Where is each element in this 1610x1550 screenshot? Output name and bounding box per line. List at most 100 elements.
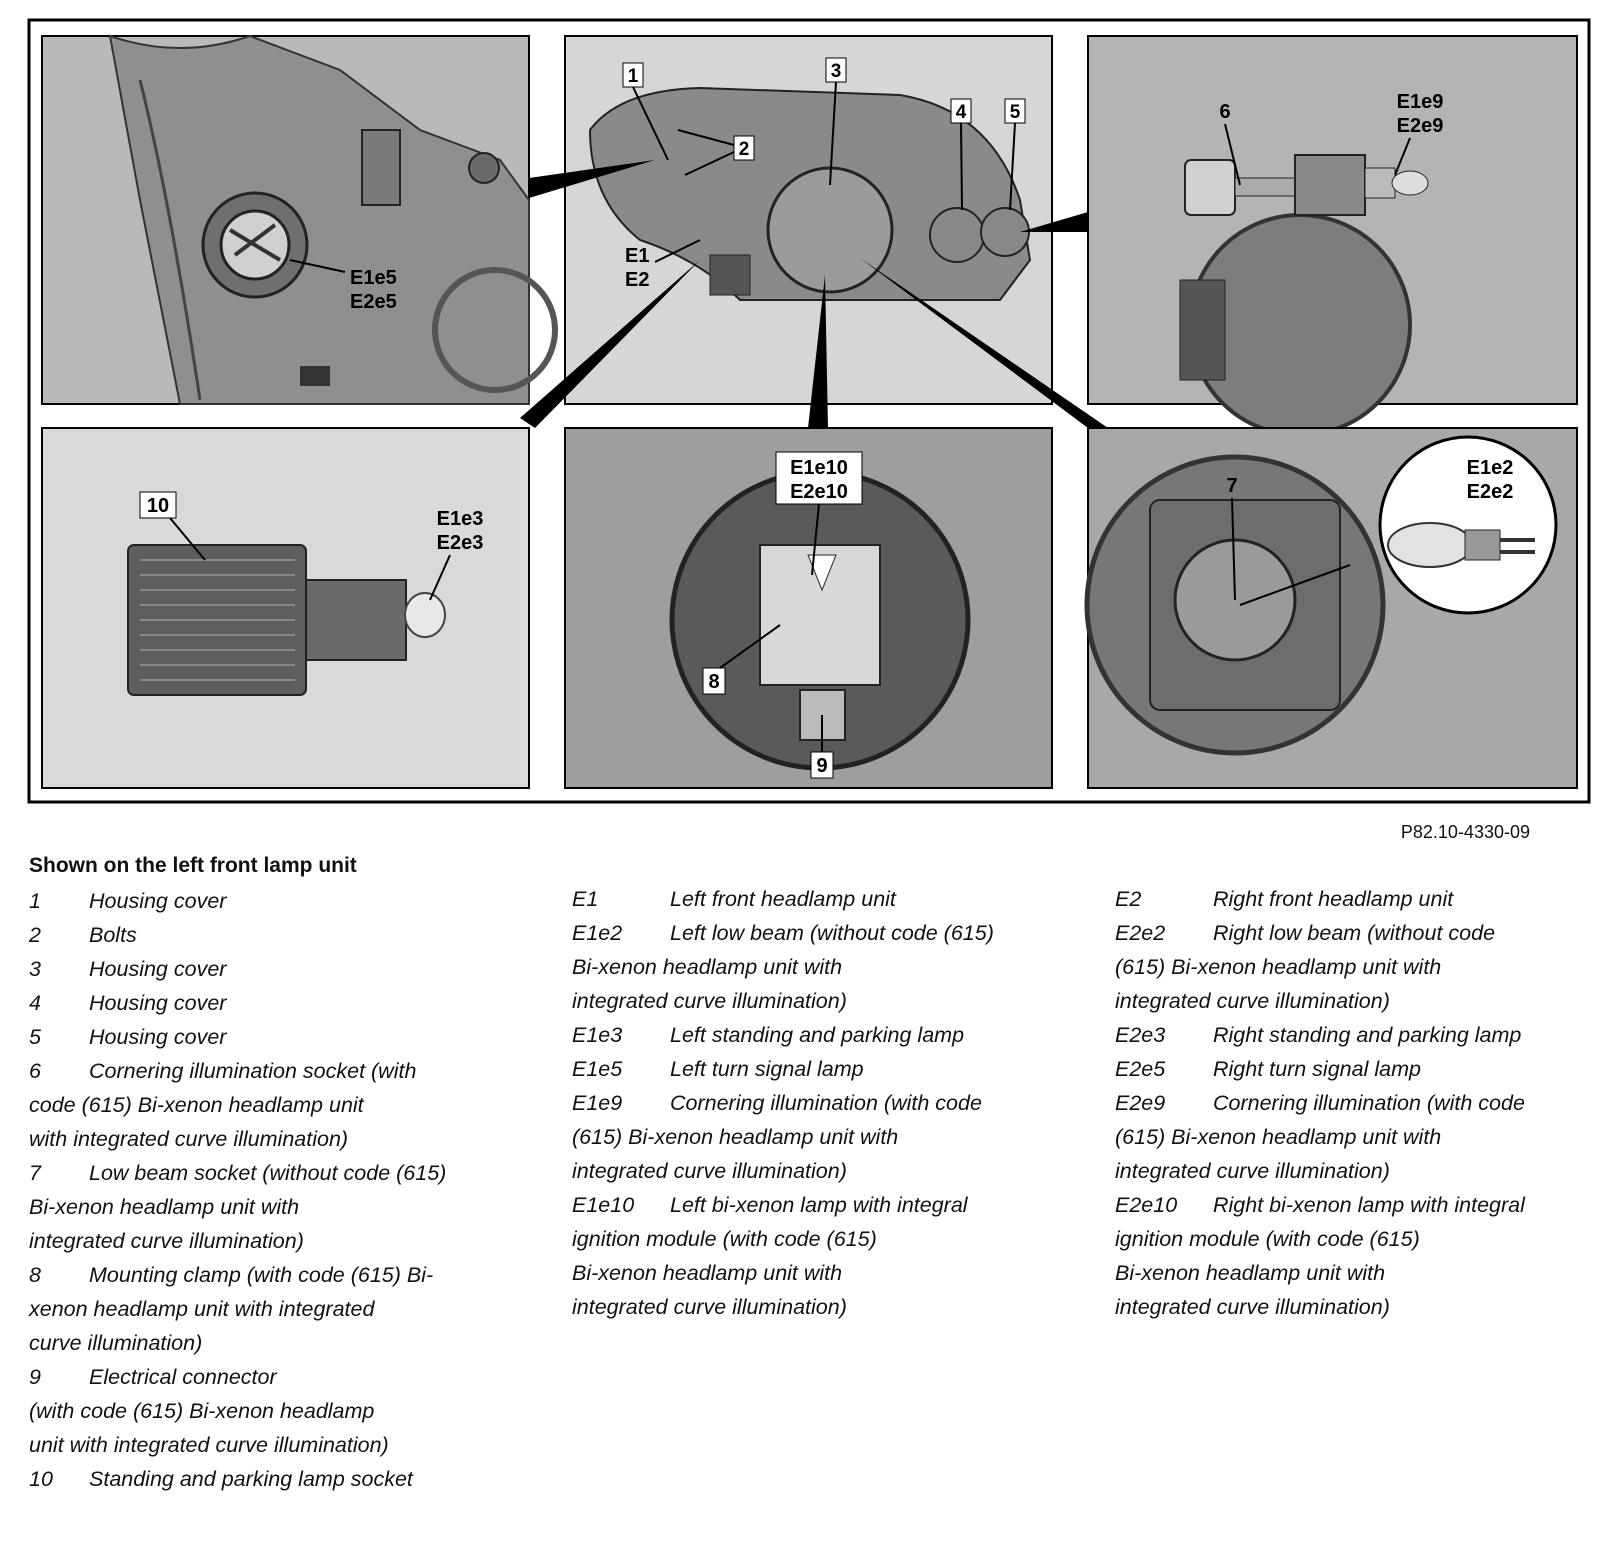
figure-reference: P82.10-4330-09 <box>1400 822 1530 842</box>
legend-item: 1 Housing cover <box>29 884 539 918</box>
label-6: 6 <box>1219 101 1230 123</box>
panel-turn-signal: E1e5 E2e5 <box>41 34 558 405</box>
legend-item-continuation: integrated curve illumination) <box>572 1159 847 1183</box>
legend-item-continuation: ignition module (with code (615) <box>572 1227 877 1251</box>
legend-item-key: E2 <box>1115 887 1142 911</box>
legend-item-text: Right front headlamp unit <box>1213 887 1454 911</box>
legend-title: Shown on the left front lamp unit <box>29 854 357 877</box>
legend-item-key: E1e9 <box>572 1091 623 1115</box>
legend-item-key: 4 <box>29 991 41 1015</box>
legend-item-text: Bolts <box>89 923 137 947</box>
legend-item-text: Right turn signal lamp <box>1213 1057 1421 1081</box>
legend-item-continuation: Bi-xenon headlamp unit with <box>1115 1261 1386 1285</box>
label-e2e9: E2e9 <box>1397 115 1444 137</box>
panel-lamp-overview: 1 3 2 4 5 E1 E2 <box>564 35 1053 405</box>
legend-item: 3 Housing cover <box>29 952 539 986</box>
legend-item: E1e10 Left bi-xenon lamp with integral <box>572 1188 1052 1222</box>
label-4: 4 <box>956 102 967 123</box>
legend-item-continuation: Bi-xenon headlamp unit with <box>29 1195 300 1219</box>
panel-cornering-illumination: 6 E1e9 E2e9 <box>1087 35 1578 437</box>
legend-item-text: Cornering illumination (with code <box>1213 1091 1525 1115</box>
legend-item-key: E2e9 <box>1115 1091 1166 1115</box>
legend-item-key: E2e10 <box>1115 1193 1178 1217</box>
label-e2e3: E2e3 <box>437 532 484 554</box>
label-2: 2 <box>739 139 750 160</box>
legend-item-key: 1 <box>29 889 41 913</box>
legend-item-text: Housing cover <box>89 991 227 1015</box>
legend-item-continuation: (with code (615) Bi-xenon headlamp <box>29 1399 375 1423</box>
label-3: 3 <box>831 61 842 82</box>
legend-item-continuation: curve illumination) <box>29 1331 203 1355</box>
label-10: 10 <box>147 495 169 517</box>
legend-item-continuation: Bi-xenon headlamp unit with <box>572 1261 843 1285</box>
legend-item: 7 Low beam socket (without code (615) <box>29 1156 539 1190</box>
legend-item-text: Standing and parking lamp socket <box>89 1467 413 1491</box>
legend-item-key: 8 <box>29 1263 41 1287</box>
legend-item-continuation: integrated curve illumination) <box>572 989 847 1013</box>
legend-item-key: 9 <box>29 1365 41 1389</box>
panel-bixenon-lamp: E1e10 E2e10 8 9 <box>564 427 1053 789</box>
legend-item: 10 Standing and parking lamp socket <box>29 1462 539 1496</box>
label-e2e10: E2e10 <box>790 481 848 503</box>
label-e1e3: E1e3 <box>437 508 484 530</box>
legend-item-text: Low beam socket (without code (615) <box>89 1161 447 1185</box>
label-e2e2: E2e2 <box>1467 481 1514 503</box>
label-e1e2: E1e2 <box>1467 457 1514 479</box>
legend-item-text: Cornering illumination (with code <box>670 1091 982 1115</box>
label-7: 7 <box>1226 475 1237 497</box>
legend-item: E2 Right front headlamp unit <box>1115 882 1595 916</box>
legend-item: E1e5 Left turn signal lamp <box>572 1052 1052 1086</box>
legend-item-continuation: code (615) Bi-xenon headlamp unit <box>29 1093 364 1117</box>
label-e1e9: E1e9 <box>1397 91 1444 113</box>
legend-item-text: Housing cover <box>89 889 227 913</box>
lamp-unit-figure: E1e5 E2e5 1 3 2 4 5 E1 E2 <box>27 18 1591 804</box>
legend-item-continuation: integrated curve illumination) <box>572 1295 847 1319</box>
legend-item-text: Left bi-xenon lamp with integral <box>670 1193 968 1217</box>
legend-item-key: E2e5 <box>1115 1057 1166 1081</box>
legend-item-text: Right bi-xenon lamp with integral <box>1213 1193 1525 1217</box>
label-9: 9 <box>816 755 827 777</box>
legend-item-text: Mounting clamp (with code (615) Bi- <box>89 1263 434 1287</box>
legend-item-continuation: Bi-xenon headlamp unit with <box>572 955 843 979</box>
legend-item-key: 10 <box>29 1467 53 1491</box>
legend-item: 2 Bolts <box>29 918 539 952</box>
legend-item-key: E2e3 <box>1115 1023 1166 1047</box>
label-e2: E2 <box>625 269 649 291</box>
legend-item-continuation: (615) Bi-xenon headlamp unit with <box>572 1125 899 1149</box>
label-e1: E1 <box>625 245 649 267</box>
legend-item-key: 2 <box>29 923 41 947</box>
label-e2e5: E2e5 <box>350 291 397 313</box>
legend-item-continuation: integrated curve illumination) <box>1115 1295 1390 1319</box>
legend-item-key: E1e10 <box>572 1193 635 1217</box>
legend-item-text: Housing cover <box>89 957 227 981</box>
legend-item-continuation: (615) Bi-xenon headlamp unit with <box>1115 955 1442 979</box>
label-1: 1 <box>628 66 639 87</box>
legend-item: E2e5 Right turn signal lamp <box>1115 1052 1595 1086</box>
panel-parking-lamp: 10 E1e3 E2e3 <box>41 427 530 789</box>
legend-item-key: 3 <box>29 957 41 981</box>
legend-item-text: Left low beam (without code (615) <box>670 921 994 945</box>
legend-item: 4 Housing cover <box>29 986 539 1020</box>
legend-item-continuation: integrated curve illumination) <box>1115 989 1390 1013</box>
panel-connectors <box>520 160 1108 428</box>
panel-low-beam: 7 E1e2 E2e2 <box>1084 427 1578 789</box>
legend-item-key: 7 <box>29 1161 41 1185</box>
legend-item-continuation: ignition module (with code (615) <box>1115 1227 1420 1251</box>
legend-item-key: 5 <box>29 1025 41 1049</box>
legend-item-key: E1e5 <box>572 1057 623 1081</box>
legend-item-text: Left standing and parking lamp <box>670 1023 965 1047</box>
legend-item-continuation: integrated curve illumination) <box>1115 1159 1390 1183</box>
legend-item-continuation: unit with integrated curve illumination) <box>29 1433 389 1457</box>
legend-item-continuation: integrated curve illumination) <box>29 1229 304 1253</box>
legend-item: 8 Mounting clamp (with code (615) Bi- <box>29 1258 539 1292</box>
legend-item-key: E2e2 <box>1115 921 1166 945</box>
legend-item-text: Left turn signal lamp <box>670 1057 864 1081</box>
legend-item-continuation: with integrated curve illumination) <box>29 1127 349 1151</box>
